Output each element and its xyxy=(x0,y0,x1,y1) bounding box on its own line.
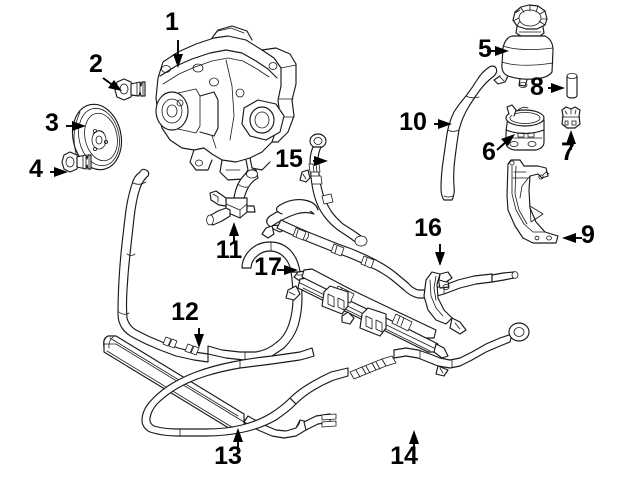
part-pressure-hose-upper xyxy=(299,133,368,247)
part-pump-pulley xyxy=(71,103,123,171)
callout-leader-3 xyxy=(66,121,86,131)
part-suction-hose-fitting xyxy=(206,169,259,226)
callout-number-7: 7 xyxy=(561,138,575,166)
callout-number-5: 5 xyxy=(478,35,492,63)
part-reservoir-grommet xyxy=(561,106,581,129)
part-pulley-retaining-bolt xyxy=(61,151,92,173)
callout-number-15: 15 xyxy=(275,145,303,173)
callout-number-2: 2 xyxy=(89,50,103,78)
part-reservoir-bushing-sleeve xyxy=(566,73,578,99)
callout-number-10: 10 xyxy=(399,108,427,136)
part-reservoir-bracket-clamp xyxy=(505,104,545,151)
part-fluid-reservoir xyxy=(493,4,554,89)
callout-number-9: 9 xyxy=(581,221,595,249)
callout-number-1: 1 xyxy=(165,8,179,36)
callout-leader-1 xyxy=(173,40,183,68)
callout-leader-4 xyxy=(50,167,68,177)
callout-leader-9 xyxy=(562,233,582,243)
callout-leader-11 xyxy=(229,222,239,244)
callout-leader-15 xyxy=(313,156,328,166)
callout-number-3: 3 xyxy=(45,109,59,137)
callout-number-6: 6 xyxy=(482,138,496,166)
callout-number-13: 13 xyxy=(214,442,242,470)
part-reservoir-mounting-bracket xyxy=(506,159,559,244)
callout-number-12: 12 xyxy=(171,298,199,326)
part-power-steering-pump xyxy=(155,25,297,181)
part-steering-gear-line-bracket xyxy=(285,268,467,359)
callout-leader-2 xyxy=(102,77,122,91)
callout-number-16: 16 xyxy=(414,214,442,242)
part-pump-pulley-bolt xyxy=(114,78,146,101)
callout-number-11: 11 xyxy=(216,236,243,264)
part-cooler-inlet-line xyxy=(117,168,303,363)
callout-leader-6 xyxy=(496,134,515,151)
callout-number-4: 4 xyxy=(29,155,43,183)
callout-leader-10 xyxy=(434,119,452,129)
callout-leader-8 xyxy=(548,83,565,93)
part-cooler-return-line xyxy=(141,322,530,437)
callout-leader-17 xyxy=(277,265,298,275)
callout-leader-14 xyxy=(409,430,419,450)
callout-number-8: 8 xyxy=(530,73,544,101)
callout-leader-12 xyxy=(194,328,204,348)
callout-leader-7 xyxy=(566,130,576,150)
callout-number-17: 17 xyxy=(254,253,282,281)
part-pressure-hose-lower xyxy=(261,198,519,299)
callout-leader-13 xyxy=(233,428,243,450)
callout-number-14: 14 xyxy=(390,442,418,470)
callout-leader-5 xyxy=(487,46,509,56)
callout-leader-16 xyxy=(435,244,445,266)
part-reservoir-supply-hose xyxy=(440,65,498,201)
